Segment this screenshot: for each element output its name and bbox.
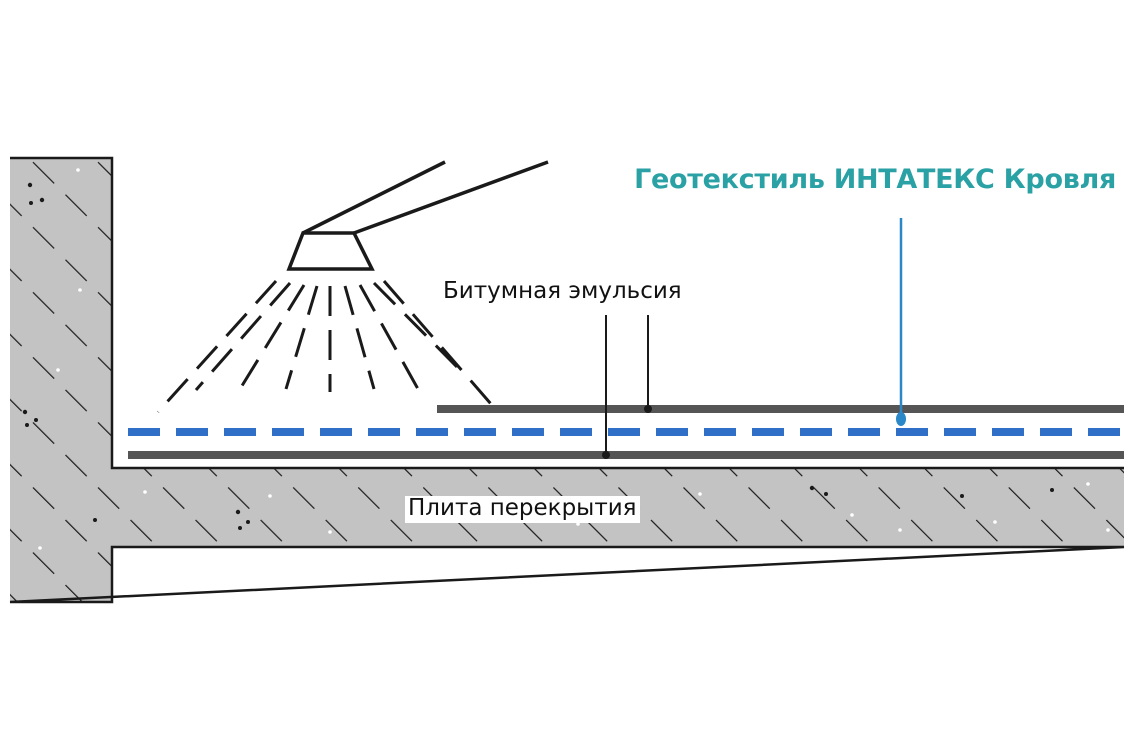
geotextile-leader [896, 218, 906, 426]
concrete-structure [9, 156, 1125, 604]
spray-jets [156, 279, 500, 414]
bitumen-leaders [602, 315, 652, 459]
spray-nozzle-icon [286, 160, 549, 271]
geotextile-label: Геотекстиль ИНТАТЕКС Кровля [634, 164, 1116, 195]
bitumen-emulsion-label: Битумная эмульсия [443, 278, 682, 304]
concrete-hatching [10, 158, 1124, 602]
concrete-outline [9, 156, 1125, 604]
floor-slab-label: Плита перекрытия [405, 496, 640, 523]
concrete-aggregate-dots [22, 168, 1110, 550]
